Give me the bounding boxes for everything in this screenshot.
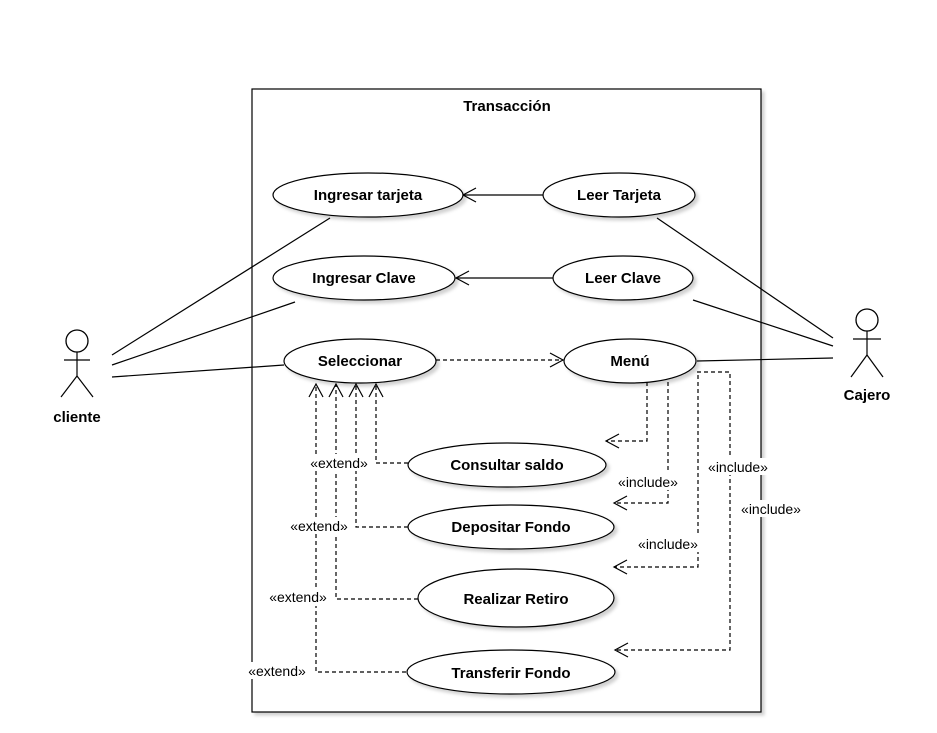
- use-case-leer-clave-label: Leer Clave: [585, 270, 661, 287]
- use-case-realizar-retiro[interactable]: Realizar Retiro: [417, 568, 615, 628]
- extend-label-transferir: «extend»: [248, 663, 306, 679]
- include-retiro: [614, 375, 699, 568]
- include-transferir: [615, 371, 731, 651]
- use-case-depositar-fondo-label: Depositar Fondo: [451, 519, 570, 536]
- assoc-cliente-seleccionar: [111, 364, 285, 378]
- use-case-ingresar-clave-label: Ingresar Clave: [312, 270, 415, 287]
- dependency-seleccionar-menu: [436, 352, 565, 368]
- use-case-transferir-fondo[interactable]: Transferir Fondo: [406, 649, 616, 695]
- assoc-menu-cajero: [696, 357, 834, 362]
- actor-cliente[interactable]: cliente: [53, 329, 101, 426]
- stereotype-labels: «extend» «extend» «extend» «extend» «inc…: [242, 454, 809, 679]
- extend-label-retiro: «extend»: [269, 589, 327, 605]
- use-case-leer-tarjeta[interactable]: Leer Tarjeta: [542, 172, 696, 218]
- use-case-menu[interactable]: Menú: [563, 338, 697, 384]
- assoc-leer-tarjeta-cajero: [656, 217, 834, 339]
- use-case-menu-label: Menú: [610, 353, 649, 370]
- use-case-ingresar-tarjeta[interactable]: Ingresar tarjeta: [272, 172, 464, 218]
- use-case-leer-clave[interactable]: Leer Clave: [552, 255, 694, 301]
- use-case-seleccionar-label: Seleccionar: [318, 353, 402, 370]
- use-case-depositar-fondo[interactable]: Depositar Fondo: [407, 504, 615, 550]
- use-case-consultar-saldo-label: Consultar saldo: [450, 457, 563, 474]
- include-label-depositar: «include»: [618, 474, 678, 490]
- use-case-realizar-retiro-label: Realizar Retiro: [463, 591, 568, 608]
- extend-transferir: [315, 384, 406, 673]
- associations: [111, 217, 834, 378]
- include-label-transferir-2: «include»: [741, 501, 801, 517]
- include-depositar: [614, 382, 669, 504]
- include-consultar: [606, 382, 648, 442]
- use-case-consultar-saldo[interactable]: Consultar saldo: [407, 442, 607, 488]
- use-case-ingresar-clave[interactable]: Ingresar Clave: [272, 255, 456, 301]
- use-case-ingresar-tarjeta-label: Ingresar tarjeta: [314, 187, 423, 204]
- assoc-leer-clave-cajero: [692, 299, 834, 347]
- use-case-leer-tarjeta-label: Leer Tarjeta: [577, 187, 662, 204]
- actor-cajero[interactable]: Cajero: [844, 308, 891, 404]
- include-label-transferir-1: «include»: [708, 459, 768, 475]
- extend-label-depositar: «extend»: [290, 518, 348, 534]
- use-case-transferir-fondo-label: Transferir Fondo: [451, 665, 570, 682]
- system-title: Transacción: [463, 98, 551, 115]
- extend-consultar: [375, 384, 408, 464]
- include-label-retiro: «include»: [638, 536, 698, 552]
- include-connectors: [604, 371, 731, 658]
- actor-cliente-label: cliente: [53, 409, 101, 426]
- assoc-cliente-ingresar-tarjeta: [111, 217, 331, 356]
- assoc-cliente-ingresar-clave: [111, 301, 296, 366]
- extend-depositar: [355, 384, 408, 528]
- use-case-seleccionar[interactable]: Seleccionar: [283, 338, 437, 384]
- actor-cajero-label: Cajero: [844, 387, 891, 404]
- extend-label-consultar: «extend»: [310, 455, 368, 471]
- arrowhead-leer-clave: [454, 270, 470, 286]
